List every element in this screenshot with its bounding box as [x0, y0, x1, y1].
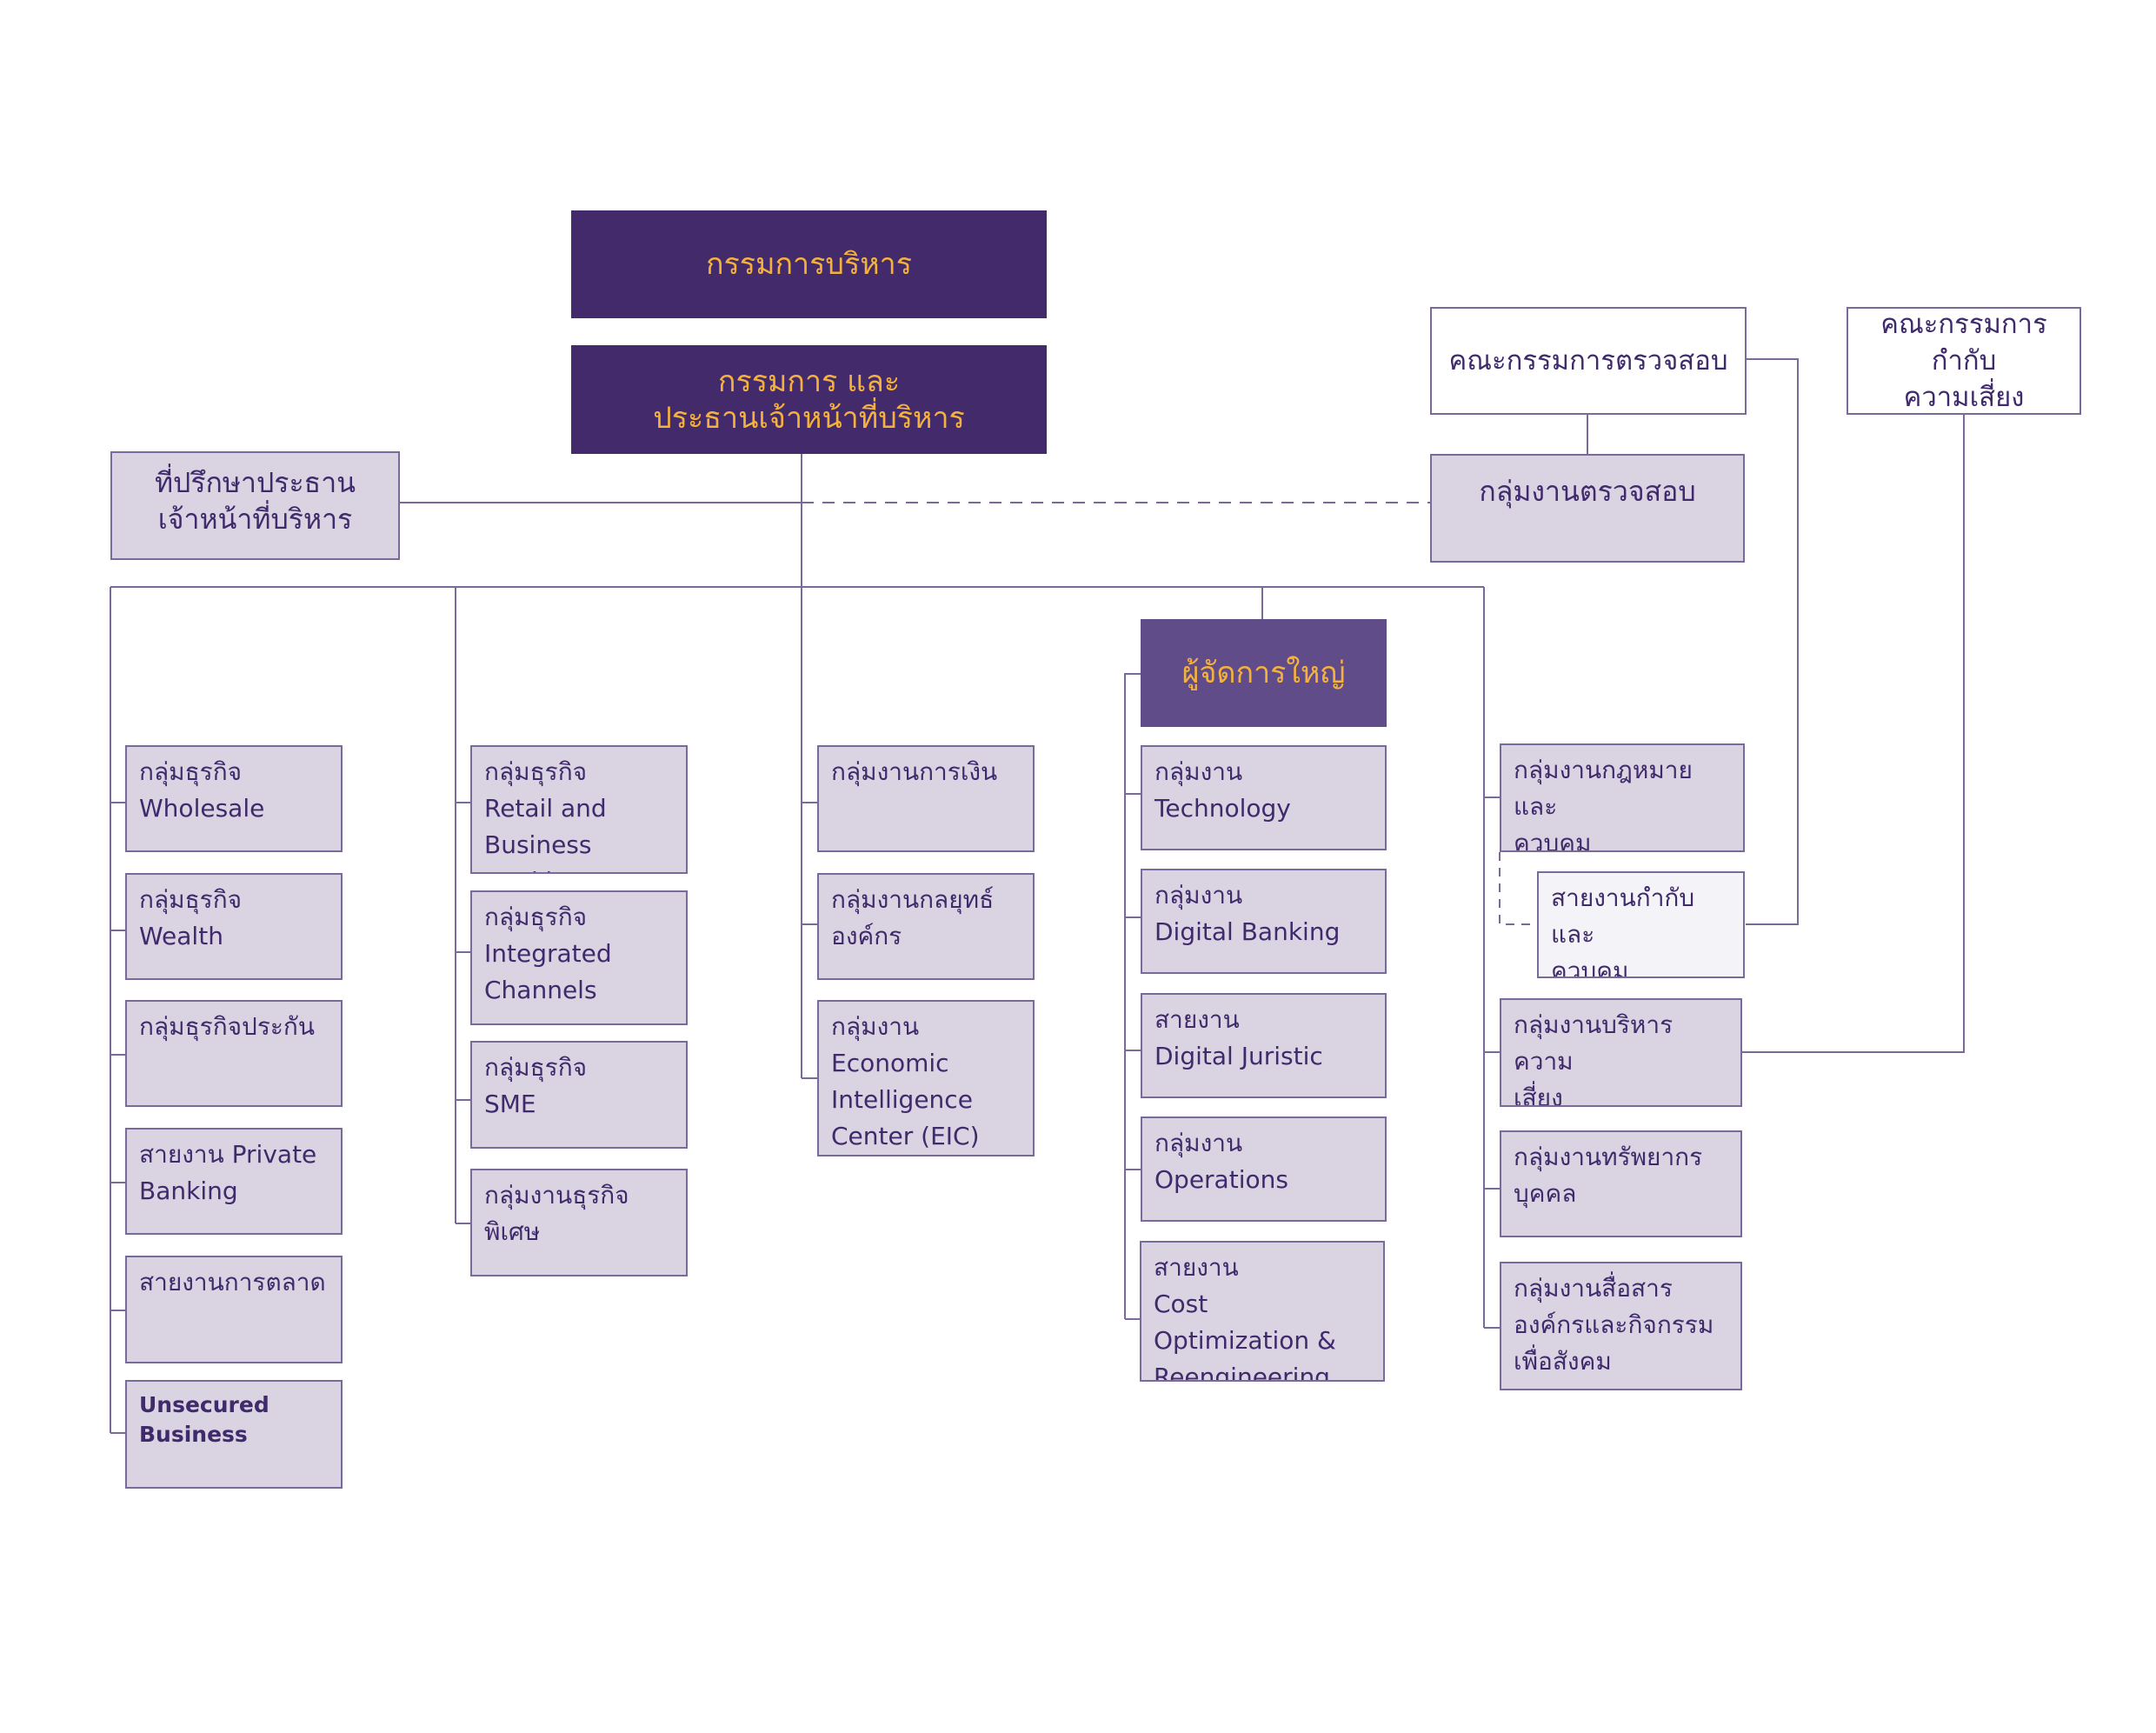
unit-unsecured-business: Unsecured Business [125, 1380, 343, 1489]
unit-wholesale: กลุ่มธุรกิจ Wholesale [125, 745, 343, 852]
unit-risk-management: กลุ่มงานบริหารความ เสี่ยง [1500, 998, 1742, 1107]
audit-group-box: กลุ่มงานตรวจสอบ [1430, 454, 1745, 563]
unit-corporate-strategy: กลุ่มงานกลยุทธ์ องค์กร [817, 873, 1035, 980]
audit-committee-label: คณะกรรมการตรวจสอบ [1448, 345, 1728, 377]
unit-special-business: กลุ่มงานธุรกิจ พิเศษ [470, 1169, 688, 1276]
unit-label: สายงาน Private Banking [139, 1140, 317, 1205]
unit-label: กลุ่มงาน Economic Intelligence Center (E… [831, 1012, 980, 1150]
audit-group-label: กลุ่มงานตรวจสอบ [1479, 475, 1696, 508]
unit-label: สายงานการตลาด [139, 1268, 326, 1296]
unit-wealth: กลุ่มธุรกิจ Wealth [125, 873, 343, 980]
unit-legal-control: กลุ่มงานกฎหมายและ ควบคุม [1500, 743, 1745, 852]
unit-label: กลุ่มงานทรัพยากร บุคคล [1514, 1143, 1703, 1208]
unit-operations: กลุ่มงาน Operations [1141, 1116, 1387, 1222]
unit-technology: กลุ่มงาน Technology [1141, 745, 1387, 850]
unit-label: สายงาน Digital Juristic [1155, 1005, 1323, 1070]
unit-label: กลุ่มงานบริหารความ เสี่ยง [1514, 1010, 1674, 1107]
advisor-box: ที่ปรึกษาประธาน เจ้าหน้าที่บริหาร [110, 451, 400, 560]
executive-board-label: กรรมการบริหาร [705, 247, 913, 282]
unit-compliance: สายงานกำกับและ ควบคุม [1537, 871, 1745, 978]
unit-retail-business-banking: กลุ่มธุรกิจ Retail and Business Banking [470, 745, 688, 874]
unit-label: กลุ่มธุรกิจ SME [484, 1053, 588, 1118]
unit-sme: กลุ่มธุรกิจ SME [470, 1041, 688, 1149]
advisor-label: ที่ปรึกษาประธาน เจ้าหน้าที่บริหาร [154, 466, 356, 536]
unit-digital-juristic: สายงาน Digital Juristic [1141, 993, 1387, 1098]
unit-label: สายงาน Cost Optimization & Reengineering [1154, 1253, 1336, 1382]
president-label: ผู้จัดการใหญ่ [1181, 656, 1346, 690]
unit-finance: กลุ่มงานการเงิน [817, 745, 1035, 852]
unit-eic: กลุ่มงาน Economic Intelligence Center (E… [817, 1000, 1035, 1156]
risk-committee-label: คณะกรรมการกำกับ ความเสี่ยง [1880, 309, 2047, 413]
unit-label: กลุ่มงานกลยุทธ์ องค์กร [831, 885, 995, 950]
unit-label: กลุ่มงานการเงิน [831, 757, 998, 786]
unit-corporate-communications: กลุ่มงานสื่อสาร องค์กรและกิจกรรม เพื่อสั… [1500, 1262, 1742, 1390]
president-box: ผู้จัดการใหญ่ [1141, 619, 1387, 727]
unit-label: กลุ่มธุรกิจ Wealth [139, 885, 243, 950]
ceo-label: กรรมการ และ ประธานเจ้าหน้าที่บริหาร [653, 363, 965, 436]
unit-cost-optimization: สายงาน Cost Optimization & Reengineering [1140, 1241, 1385, 1382]
executive-board-box: กรรมการบริหาร [571, 210, 1047, 318]
audit-committee-box: คณะกรรมการตรวจสอบ [1430, 307, 1747, 415]
unit-label: กลุ่มธุรกิจ Retail and Business Banking [484, 757, 607, 872]
unit-label: กลุ่มงาน Digital Banking [1155, 881, 1341, 946]
unit-label: กลุ่มธุรกิจประกัน [139, 1012, 316, 1041]
unit-integrated-channels: กลุ่มธุรกิจ Integrated Channels [470, 890, 688, 1025]
risk-committee-box: คณะกรรมการกำกับ ความเสี่ยง [1847, 307, 2081, 415]
unit-insurance: กลุ่มธุรกิจประกัน [125, 1000, 343, 1107]
unit-label: กลุ่มธุรกิจ Integrated Channels [484, 903, 612, 1004]
unit-label: กลุ่มงาน Operations [1155, 1129, 1288, 1194]
unit-label: กลุ่มงานสื่อสาร องค์กรและกิจกรรม เพื่อสั… [1514, 1274, 1714, 1376]
unit-marketing: สายงานการตลาด [125, 1256, 343, 1363]
unit-label: กลุ่มงาน Technology [1155, 757, 1291, 823]
unit-label: Unsecured Business [139, 1392, 270, 1447]
unit-digital-banking: กลุ่มงาน Digital Banking [1141, 869, 1387, 974]
unit-label: กลุ่มงานกฎหมายและ ควบคุม [1514, 756, 1693, 852]
unit-human-resources: กลุ่มงานทรัพยากร บุคคล [1500, 1130, 1742, 1237]
unit-private-banking: สายงาน Private Banking [125, 1128, 343, 1235]
unit-label: สายงานกำกับและ ควบคุม [1551, 883, 1695, 978]
ceo-box: กรรมการ และ ประธานเจ้าหน้าที่บริหาร [571, 345, 1047, 454]
unit-label: กลุ่มงานธุรกิจ พิเศษ [484, 1181, 629, 1246]
unit-label: กลุ่มธุรกิจ Wholesale [139, 757, 265, 823]
